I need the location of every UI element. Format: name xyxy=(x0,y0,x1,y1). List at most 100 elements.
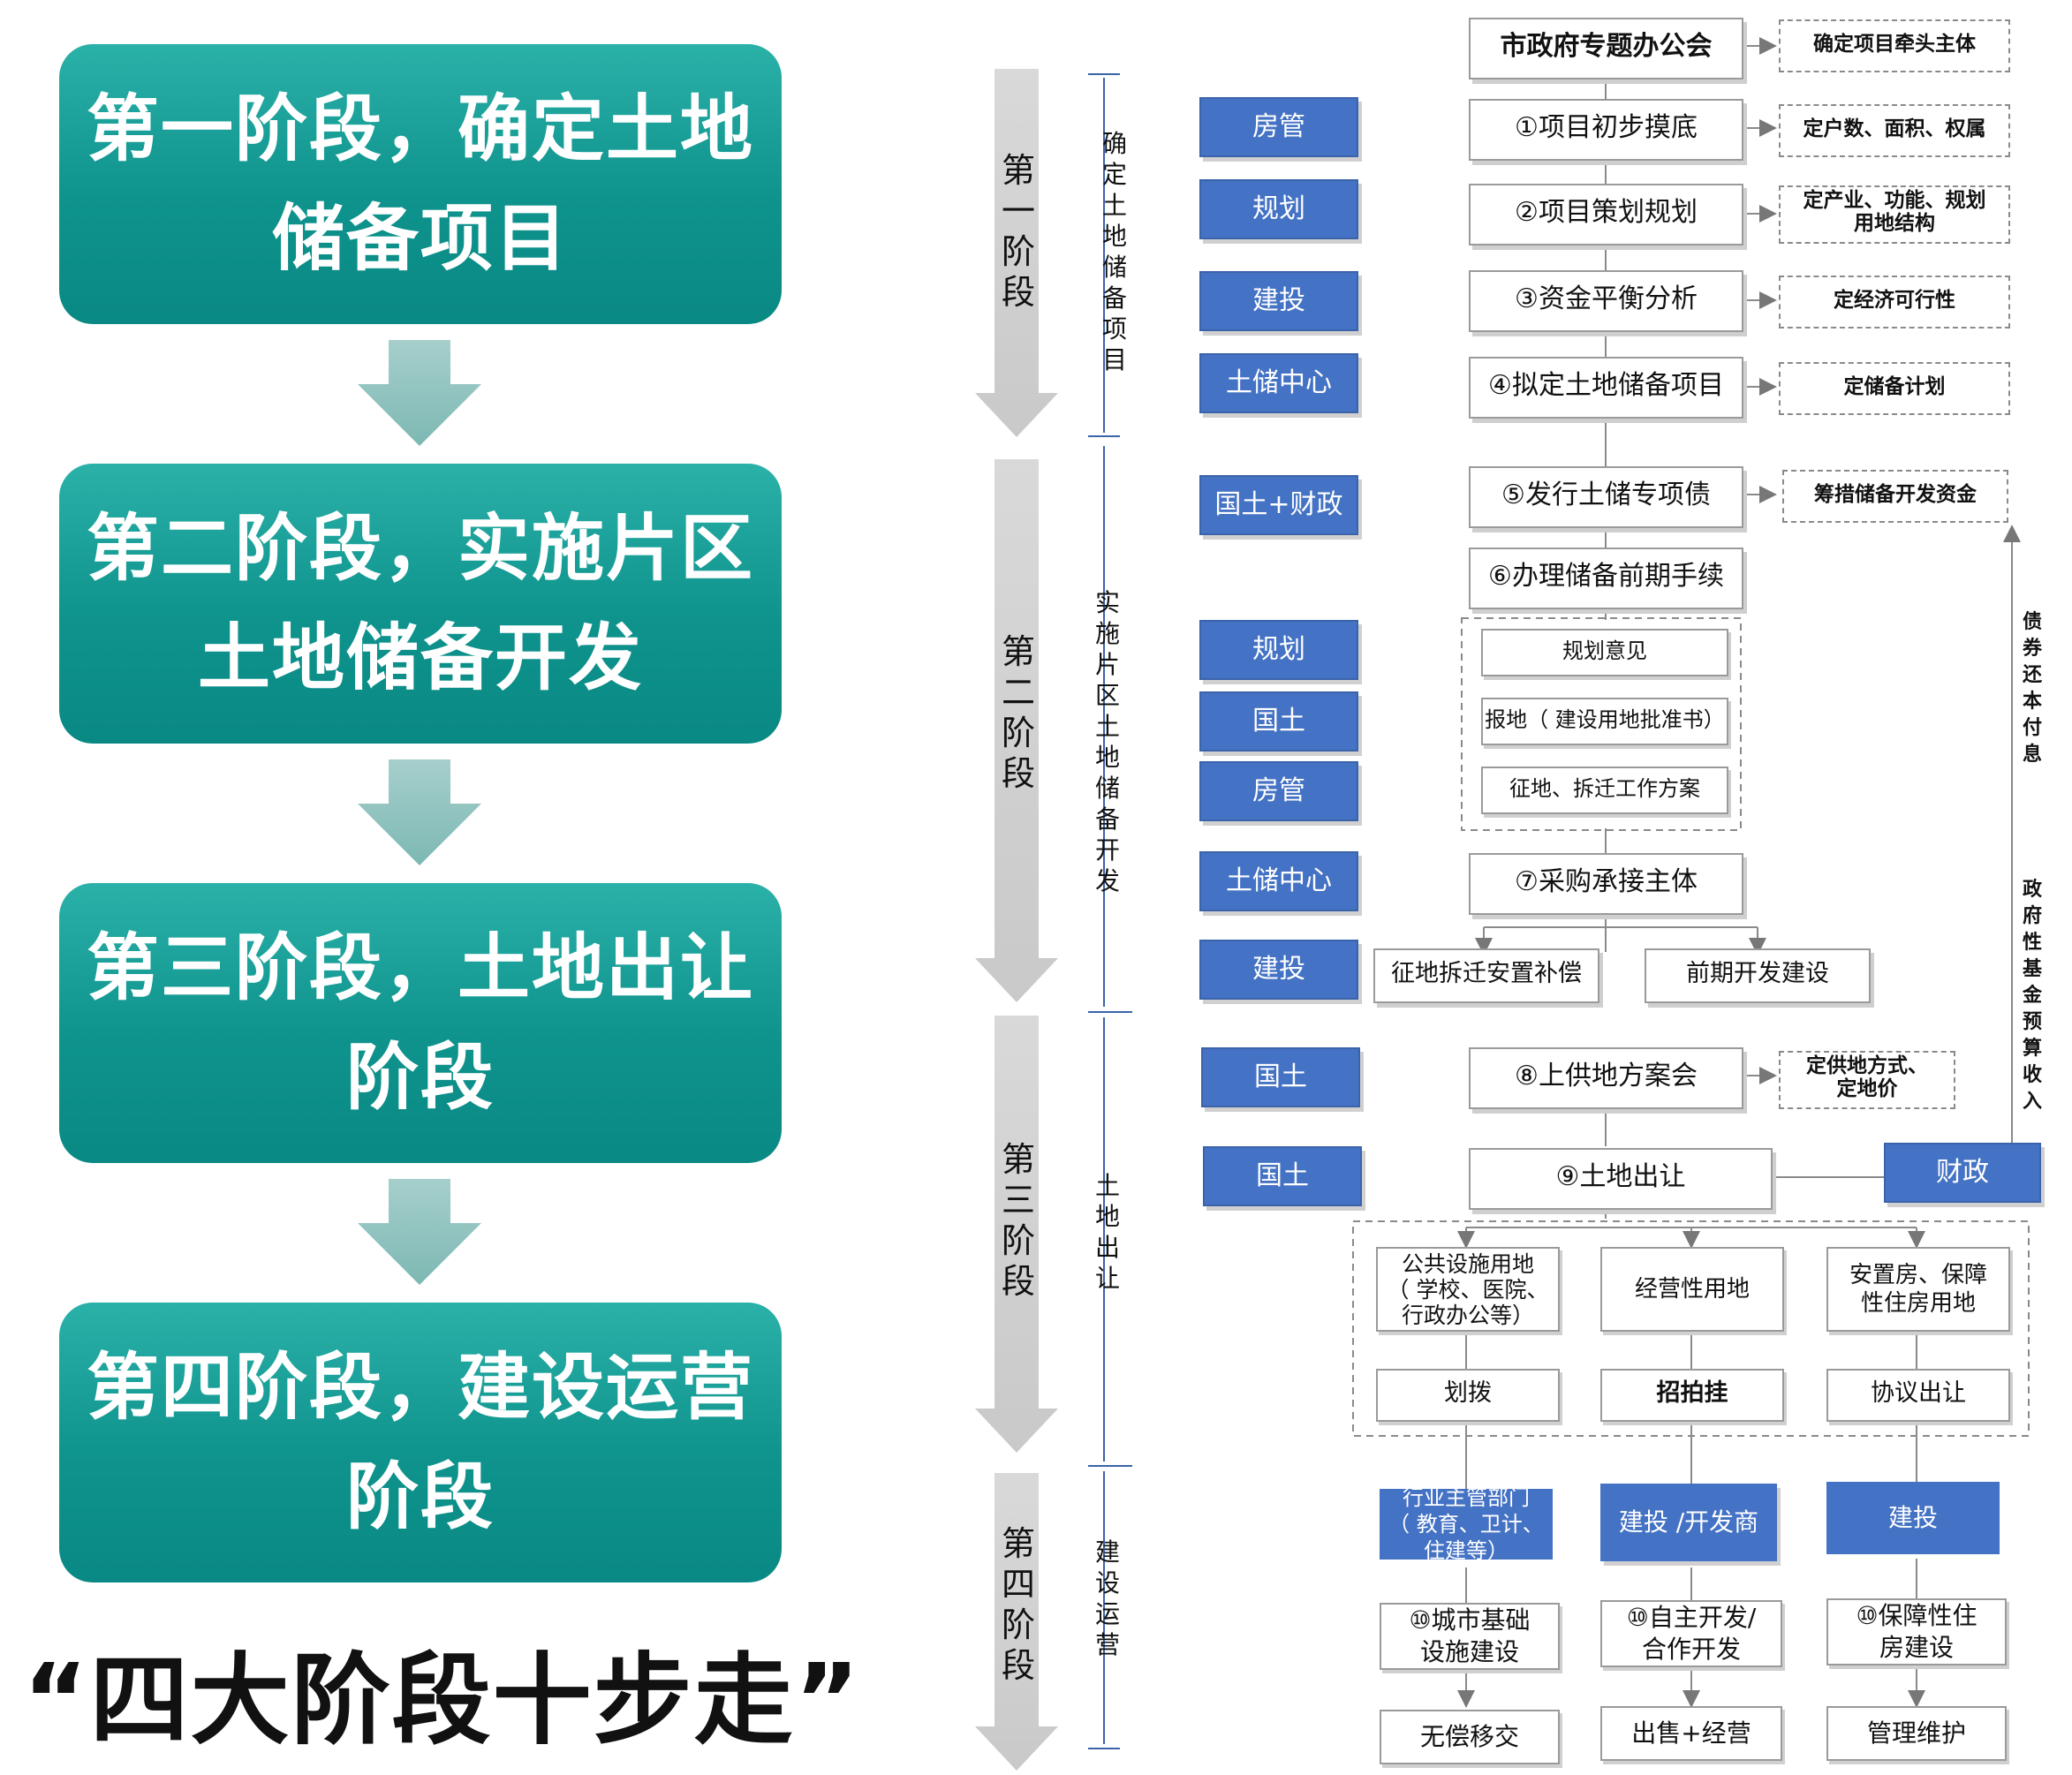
sub-step: 规划意见 xyxy=(1481,629,1728,676)
dept-box: 国土 xyxy=(1199,691,1358,752)
desc-char: 运 xyxy=(1094,1599,1120,1628)
final-maintenance: 管理维护 xyxy=(1826,1706,2007,1761)
desc-char: 营 xyxy=(1094,1630,1120,1659)
stage-char: 段 xyxy=(1001,1646,1035,1685)
note-2: 定产业、功能、规划 用地结构 xyxy=(1779,185,2010,244)
step10-line: ⑩自主开发/ xyxy=(1626,1603,1757,1632)
note-1: 定户数、面积、权属 xyxy=(1779,104,2010,157)
step-9: ⑨土地出让 xyxy=(1469,1148,1773,1210)
stage-4-line1: 第四阶段，建设运营 xyxy=(86,1345,754,1430)
final-label: 出售+经营 xyxy=(1631,1718,1751,1748)
desc-char: 备 xyxy=(1094,804,1120,834)
step-top-meeting: 市政府专题办公会 xyxy=(1469,18,1743,79)
side-char: 券 xyxy=(2022,638,2042,660)
stage-char: 阶 xyxy=(1001,714,1035,752)
desc-char: 地 xyxy=(1101,222,1127,251)
down-arrow-icon xyxy=(358,1179,481,1285)
desc-char: 土 xyxy=(1094,712,1120,741)
step10-line: 合作开发 xyxy=(1641,1635,1741,1664)
side-label-repay: 债 券 还 本 付 息 xyxy=(2017,609,2047,768)
desc-char: 土 xyxy=(1101,191,1127,220)
stage-3-line1: 第三阶段，土地出让 xyxy=(86,925,754,1010)
stage-2-line2: 土地储备开发 xyxy=(197,616,643,700)
desc-char: 施 xyxy=(1094,619,1120,648)
stage-char: 三 xyxy=(1001,1181,1035,1220)
side-label-income: 政 府 性 基 金 预 算 收 入 xyxy=(2017,877,2047,1115)
side-char: 债 xyxy=(2022,611,2042,633)
operator-line: （ 教育、卫计、 xyxy=(1388,1512,1544,1537)
note-4: 定储备计划 xyxy=(1779,362,2010,415)
desc-char: 目 xyxy=(1101,345,1127,374)
stage-1-line2: 储备项目 xyxy=(271,196,569,281)
desc-char: 备 xyxy=(1101,283,1127,313)
operator-line: 建投 xyxy=(1887,1503,1938,1532)
step10-line: ⑩城市基础 xyxy=(1409,1605,1531,1635)
operator-construction: 建投 xyxy=(1826,1482,2000,1554)
desc-char: 土 xyxy=(1094,1171,1120,1200)
stage-desc-4: 建 设 运 营 xyxy=(1090,1537,1125,1660)
step-3: ③资金平衡分析 xyxy=(1469,270,1743,332)
dept-box: 规划 xyxy=(1199,179,1358,239)
land-commercial: 经营性用地 xyxy=(1600,1247,1784,1332)
dept-box: 国土+财政 xyxy=(1199,475,1358,535)
operator-developer: 建投 /开发商 xyxy=(1600,1484,1777,1561)
down-arrow-icon xyxy=(358,759,481,865)
desc-char: 定 xyxy=(1101,160,1127,189)
stage-col-4: 第 四 阶 段 xyxy=(996,1523,1040,1686)
method-agreement: 协议出让 xyxy=(1826,1369,2010,1422)
note-5: 筹措储备开发资金 xyxy=(1782,470,2008,523)
desc-char: 出 xyxy=(1094,1233,1120,1262)
desc-char: 让 xyxy=(1094,1264,1120,1293)
stage-char: 阶 xyxy=(1001,232,1035,271)
operator-line: 建投 /开发商 xyxy=(1618,1507,1759,1537)
stage-4-block: 第四阶段，建设运营 阶段 xyxy=(59,1303,782,1582)
dept-box: 规划 xyxy=(1199,620,1358,680)
sub-step: 征地、拆迁工作方案 xyxy=(1481,767,1728,814)
stage-desc-1: 确 定 土 地 储 备 项 目 xyxy=(1097,128,1132,375)
dept-box: 土储中心 xyxy=(1199,353,1358,413)
desc-char: 地 xyxy=(1094,1202,1120,1231)
stage-desc-2: 实 施 片 区 土 地 储 备 开 发 xyxy=(1090,587,1125,896)
stage-char: 二 xyxy=(1001,673,1035,712)
step10-line: 设施建设 xyxy=(1419,1637,1519,1666)
side-char: 收 xyxy=(2022,1064,2042,1086)
dept-box: 建投 xyxy=(1199,271,1358,331)
desc-char: 地 xyxy=(1094,743,1120,772)
stage-2-line1: 第二阶段，实施片区 xyxy=(86,506,754,591)
note-8-line1: 定供地方式、 xyxy=(1806,1054,1928,1077)
method-allocation: 划拨 xyxy=(1376,1369,1560,1422)
stage-char: 一 xyxy=(1001,192,1035,230)
stage-desc-3: 土 地 出 让 xyxy=(1090,1170,1125,1294)
note-8: 定供地方式、 定地价 xyxy=(1779,1051,1955,1109)
sub-step: 报地（ 建设用地批准书） xyxy=(1481,698,1728,745)
stage-char: 段 xyxy=(1001,273,1035,312)
land-line: 行政办公等） xyxy=(1401,1302,1534,1328)
side-char: 还 xyxy=(2022,664,2042,686)
desc-char: 区 xyxy=(1094,681,1120,710)
stage-col-2: 第 二 阶 段 xyxy=(996,631,1040,794)
step10-line: 房建设 xyxy=(1879,1633,1954,1662)
desc-char: 片 xyxy=(1094,650,1120,679)
stage-2-block: 第二阶段，实施片区 土地储备开发 xyxy=(59,464,782,744)
step-8: ⑧上供地方案会 xyxy=(1469,1047,1743,1109)
stage-1-line1: 第一阶段，确定土地 xyxy=(86,87,754,171)
desc-char: 设 xyxy=(1094,1568,1120,1598)
stage-3-line2: 阶段 xyxy=(345,1035,495,1120)
land-public: 公共设施用地 （ 学校、医院、 行政办公等） xyxy=(1376,1247,1560,1332)
dept-box: 房管 xyxy=(1199,97,1358,157)
operator-line: 行业主管部门 xyxy=(1403,1489,1530,1510)
final-transfer: 无偿移交 xyxy=(1380,1710,1560,1764)
land-line: 性住房用地 xyxy=(1860,1290,1976,1317)
step-10-infrastructure: ⑩城市基础 设施建设 xyxy=(1380,1603,1560,1670)
stage-char: 第 xyxy=(1001,1524,1035,1563)
desc-char: 储 xyxy=(1101,253,1127,282)
side-char: 预 xyxy=(2022,1011,2042,1033)
land-housing: 安置房、保障 性住房用地 xyxy=(1826,1247,2010,1332)
operator-line: 住建等） xyxy=(1424,1538,1509,1560)
side-char: 算 xyxy=(2022,1038,2042,1060)
stage-1-block: 第一阶段，确定土地 储备项目 xyxy=(59,44,782,324)
operator-dept: 行业主管部门 （ 教育、卫计、 住建等） xyxy=(1380,1489,1553,1560)
stage-char: 四 xyxy=(1001,1565,1035,1604)
land-line: 公共设施用地 xyxy=(1401,1250,1534,1277)
side-char: 性 xyxy=(2022,932,2042,954)
